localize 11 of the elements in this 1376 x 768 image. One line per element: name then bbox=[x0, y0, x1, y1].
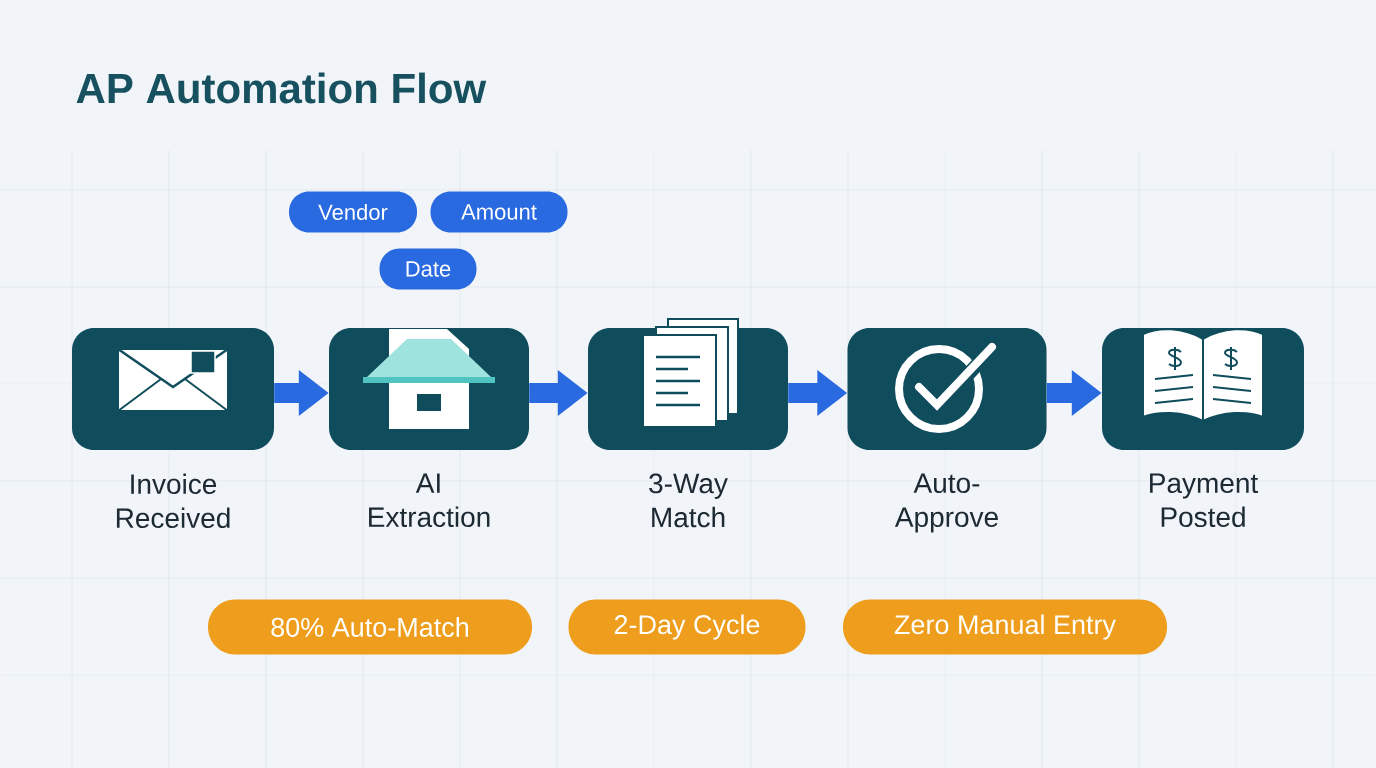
step-label: AI Extraction bbox=[369, 473, 490, 528]
title: AP Automation Flow bbox=[76, 72, 487, 104]
tag-pill: Vendor bbox=[289, 191, 417, 233]
step-label: Invoice Received bbox=[116, 473, 230, 529]
metric-pill: 80% Auto-Match bbox=[208, 599, 532, 655]
step-label: Auto-Approve bbox=[894, 473, 998, 533]
metric-pill: Zero Manual Entry bbox=[843, 599, 1167, 655]
tag-pill: Amount bbox=[430, 191, 568, 233]
step-label: 3-Way Match bbox=[649, 473, 728, 528]
metric-pill: 2-Day Cycle bbox=[568, 599, 806, 655]
step-label: Payment Posted bbox=[1150, 473, 1259, 528]
